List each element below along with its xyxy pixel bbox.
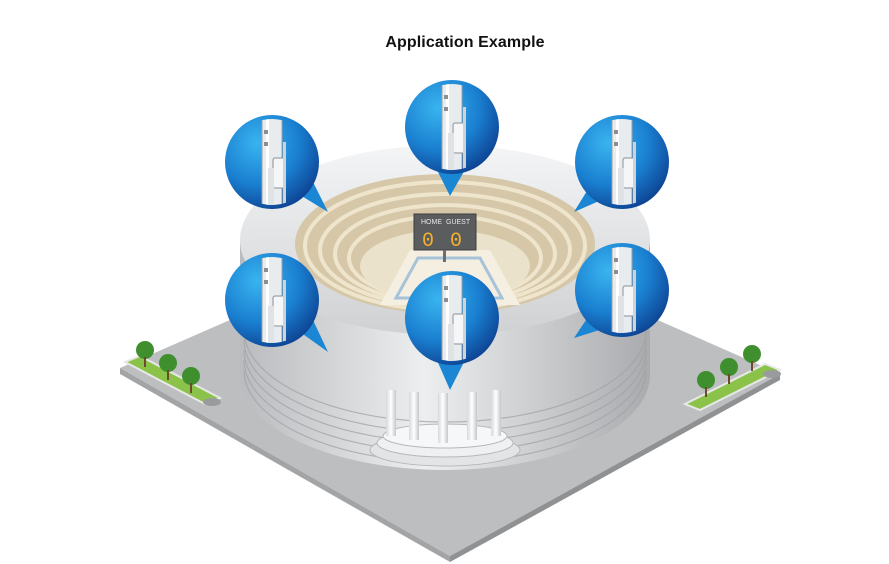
sector-antenna-icon [611, 119, 636, 205]
sector-antenna-icon [611, 247, 636, 333]
callout-bubble-middle-right [574, 243, 669, 338]
sector-antenna-icon [261, 119, 286, 205]
guest-score: 0 [450, 230, 462, 253]
guest-label: GUEST [446, 219, 471, 226]
callout-bubble-bottom-center [405, 271, 499, 390]
stadium-entrance [369, 390, 521, 467]
page-title: Application Example [385, 34, 545, 51]
tree-strip-right [682, 345, 783, 412]
callout-group [225, 80, 669, 390]
scoreboard: HOME GUEST 0 0 [413, 213, 477, 262]
callout-bubble-top-center [405, 80, 499, 196]
callout-bubble-top-right [574, 115, 669, 212]
callout-bubble-top-left [225, 115, 328, 212]
home-label: HOME [421, 219, 442, 226]
sector-antenna-icon [441, 275, 466, 361]
home-score: 0 [422, 230, 434, 253]
callout-bubble-middle-left [225, 253, 328, 352]
sector-antenna-icon [441, 84, 466, 170]
sector-antenna-icon [261, 257, 286, 343]
tree-strip-left [122, 341, 223, 406]
